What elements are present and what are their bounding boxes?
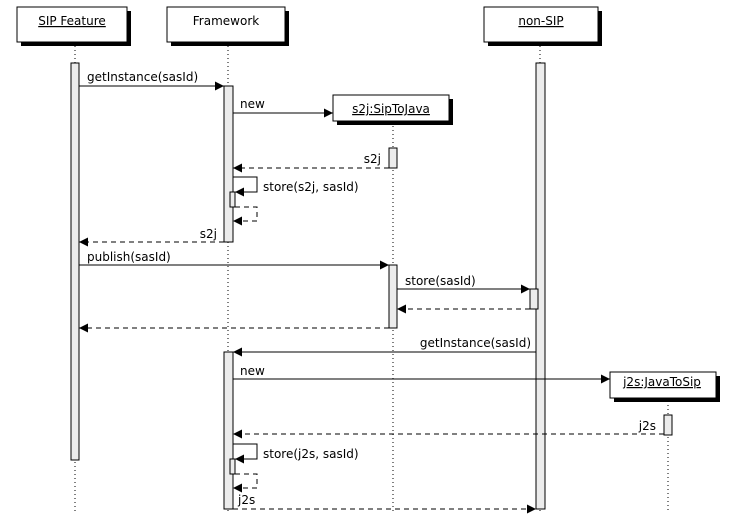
participant-label: j2s:JavaToSip: [622, 375, 701, 389]
participant-label: SIP Feature: [38, 14, 106, 28]
activation-s2j-2: [388, 264, 398, 329]
message-store-return-1: [233, 206, 258, 226]
activation-s2j-1: [388, 147, 398, 169]
label-return-s2j-1: s2j: [364, 152, 381, 166]
label-store-sasid: store(sasId): [405, 274, 476, 288]
activation-framework-nested-1: [229, 191, 236, 208]
activations: [70, 62, 673, 510]
participant-j2s: j2s:JavaToSip: [609, 371, 720, 402]
message-store-self-2: [233, 443, 258, 464]
activation-j2s: [663, 414, 673, 436]
participant-label: s2j:SipToJava: [352, 102, 430, 116]
label-return-s2j-2: s2j: [200, 227, 217, 241]
message-labels: getInstance(sasId) new s2j store(s2j, sa…: [87, 70, 656, 507]
activation-framework-2: [223, 351, 234, 510]
activation-framework-1: [223, 85, 234, 243]
participant-s2j: s2j:SipToJava: [332, 94, 453, 125]
label-get-instance-2: getInstance(sasId): [420, 336, 531, 350]
participant-sip-feature: SIP Feature: [16, 6, 131, 46]
label-publish: publish(sasId): [87, 250, 171, 264]
activation-sip-feature: [70, 62, 80, 461]
participant-framework: Framework: [166, 6, 289, 46]
label-return-j2s-1: j2s: [638, 419, 656, 433]
activation-non-sip: [535, 62, 546, 510]
label-new-1: new: [240, 97, 265, 111]
participant-non-sip: non-SIP: [483, 6, 602, 46]
messages: [79, 81, 664, 514]
label-store-2: store(j2s, sasId): [263, 447, 359, 461]
label-return-j2s-2: j2s: [237, 493, 255, 507]
participant-label: Framework: [193, 14, 259, 28]
label-new-2: new: [240, 364, 265, 378]
message-store-self-1: [233, 176, 258, 197]
activation-non-sip-nested: [529, 288, 539, 310]
label-store-1: store(s2j, sasId): [263, 180, 359, 194]
label-get-instance-1: getInstance(sasId): [87, 70, 198, 84]
participant-label: non-SIP: [518, 14, 563, 28]
activation-framework-nested-2: [229, 458, 236, 475]
message-store-return-2: [233, 473, 258, 493]
